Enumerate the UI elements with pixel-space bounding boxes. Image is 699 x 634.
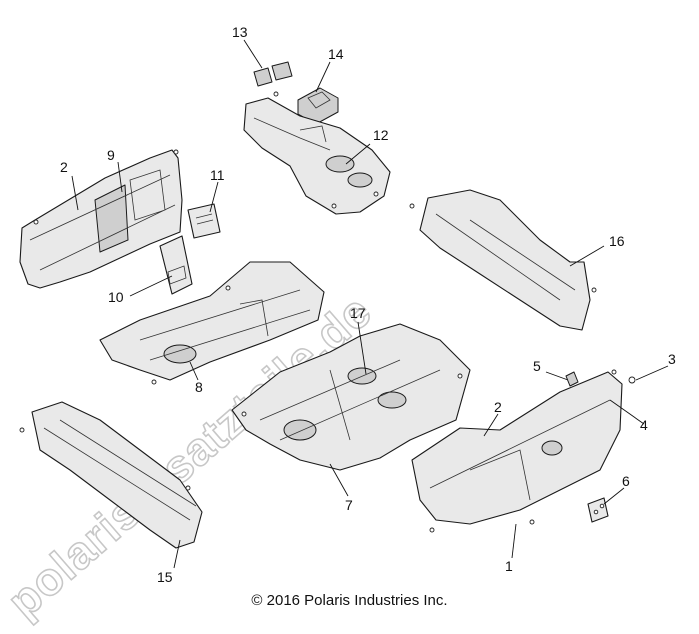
screw-part[interactable]	[628, 376, 636, 384]
callout-2-left: 2	[60, 159, 68, 175]
copyright-notice: © 2016 Polaris Industries Inc.	[251, 592, 448, 609]
callout-5: 5	[533, 358, 541, 374]
callout-11: 11	[210, 167, 225, 183]
callout-1: 1	[505, 558, 513, 574]
clip-part[interactable]	[565, 371, 579, 387]
center-console-part[interactable]	[243, 97, 391, 215]
right-side-rail-part[interactable]	[409, 189, 597, 331]
glovebox-door-part[interactable]	[159, 235, 193, 295]
clip-pair-part[interactable]	[253, 61, 293, 97]
callout-13: 13	[232, 24, 248, 40]
callout-15: 15	[157, 569, 173, 585]
callout-9: 9	[107, 147, 115, 163]
shift-boot-part[interactable]	[297, 87, 339, 125]
center-floor-tray-part[interactable]	[99, 261, 325, 385]
callout-14: 14	[328, 46, 344, 62]
callout-8: 8	[195, 379, 203, 395]
right-floor-panel-part[interactable]	[411, 369, 623, 533]
callout-4: 4	[640, 417, 648, 433]
callout-labels: 1 2 2 3 4 5 6 7 8 9 10 11 12 13 14 15 16…	[60, 24, 676, 585]
bracket-part[interactable]	[587, 497, 609, 523]
callout-7: 7	[345, 497, 353, 513]
callout-6: 6	[622, 473, 630, 489]
dash-panel-part[interactable]	[19, 149, 183, 289]
callout-3: 3	[668, 351, 676, 367]
callout-12: 12	[373, 127, 389, 143]
label-plate-part[interactable]	[187, 203, 221, 239]
callout-2-right: 2	[494, 399, 502, 415]
callout-16: 16	[609, 233, 625, 249]
leader-lines	[71, 39, 669, 569]
left-side-rail-part[interactable]	[19, 401, 203, 549]
callout-17: 17	[350, 305, 366, 321]
main-floor-part[interactable]	[231, 323, 471, 471]
callout-10: 10	[108, 289, 124, 305]
